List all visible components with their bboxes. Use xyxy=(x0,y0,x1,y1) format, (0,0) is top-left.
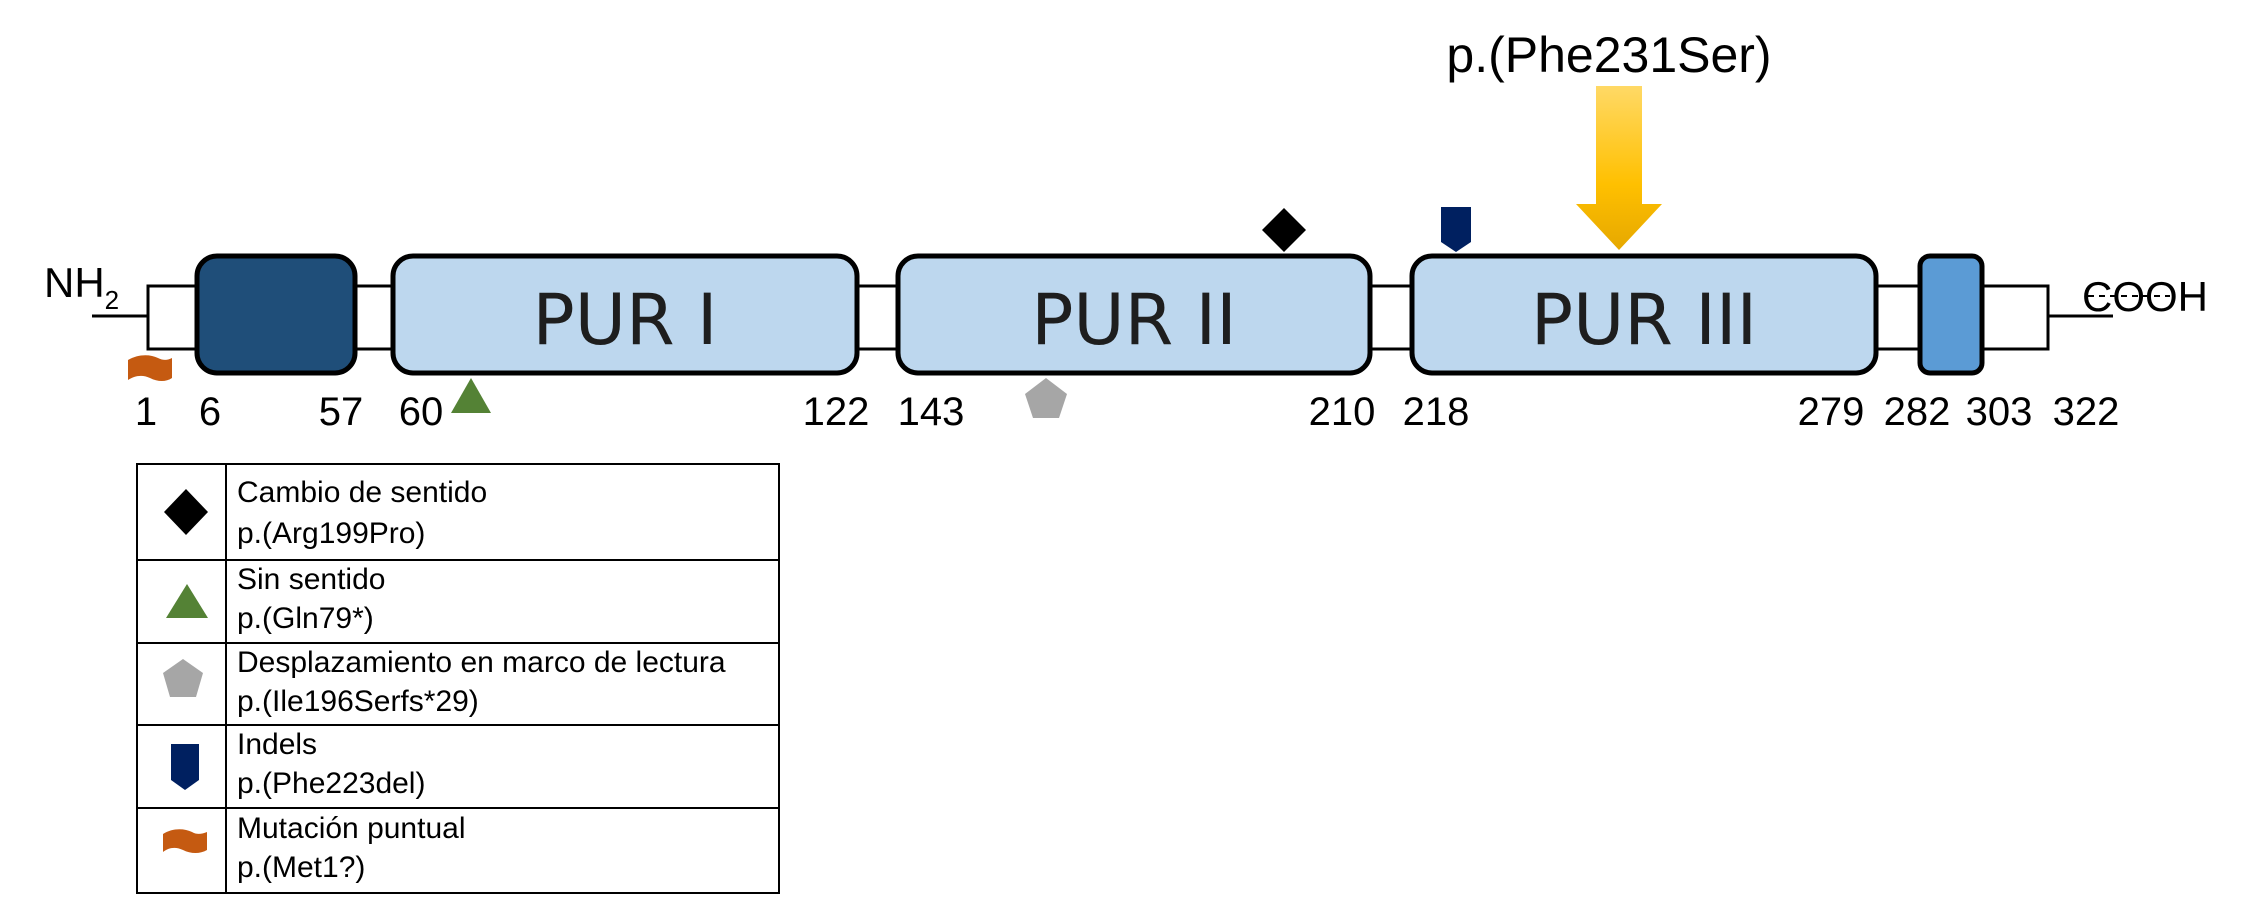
legend-variant: p.(Ile196Serfs*29) xyxy=(237,685,479,718)
highlight-arrow-label: p.(Phe231Ser) xyxy=(1446,27,1771,83)
position-label: 1 xyxy=(135,390,157,434)
domain-5 xyxy=(1917,253,1985,376)
legend-type: Desplazamiento en marco de lectura xyxy=(237,646,726,679)
shield-icon xyxy=(1441,207,1471,252)
position-label: 210 xyxy=(1309,390,1376,434)
shield-icon xyxy=(171,744,199,790)
domain-pur3 xyxy=(1409,253,1879,376)
diamond-icon xyxy=(1262,208,1306,252)
position-label: 6 xyxy=(199,390,221,434)
legend-border xyxy=(136,463,780,894)
highlight-arrow-icon xyxy=(1576,86,1662,250)
domain-pur1 xyxy=(390,253,860,376)
position-label: 303 xyxy=(1966,390,2033,434)
domain-label-pur2: PUR II xyxy=(1031,279,1237,361)
position-label: 218 xyxy=(1403,390,1470,434)
position-label: 60 xyxy=(399,390,444,434)
position-label: 57 xyxy=(319,390,364,434)
flag-icon xyxy=(128,355,172,381)
pentagon-icon xyxy=(1025,378,1067,418)
legend-type: Sin sentido xyxy=(237,563,385,596)
position-label: 279 xyxy=(1798,390,1865,434)
legend-variant: p.(Arg199Pro) xyxy=(237,517,425,550)
domain-pur2 xyxy=(895,253,1373,376)
flag-icon xyxy=(163,829,207,853)
position-label: 282 xyxy=(1884,390,1951,434)
legend-type: Cambio de sentido xyxy=(237,476,487,509)
legend-type: Indels xyxy=(237,728,317,761)
legend-variant: p.(Phe223del) xyxy=(237,767,425,800)
position-label: 122 xyxy=(803,390,870,434)
triangle-icon xyxy=(451,378,491,413)
legend-variant: p.(Met1?) xyxy=(237,851,365,884)
legend-table: Cambio de sentido p.(Arg199Pro) Sin sent… xyxy=(136,463,780,894)
triangle-icon xyxy=(166,584,208,618)
pentagon-icon xyxy=(163,659,203,697)
n-terminus-label: NH2 xyxy=(44,259,119,315)
legend-type: Mutación puntual xyxy=(237,812,466,845)
domain-1 xyxy=(194,253,358,376)
domain-label-pur3: PUR III xyxy=(1531,279,1757,361)
position-label: 143 xyxy=(898,390,965,434)
position-label: 322 xyxy=(2053,390,2120,434)
legend-variant: p.(Gln79*) xyxy=(237,602,374,635)
domain-label-pur1: PUR I xyxy=(533,279,718,361)
diamond-icon xyxy=(164,489,208,535)
